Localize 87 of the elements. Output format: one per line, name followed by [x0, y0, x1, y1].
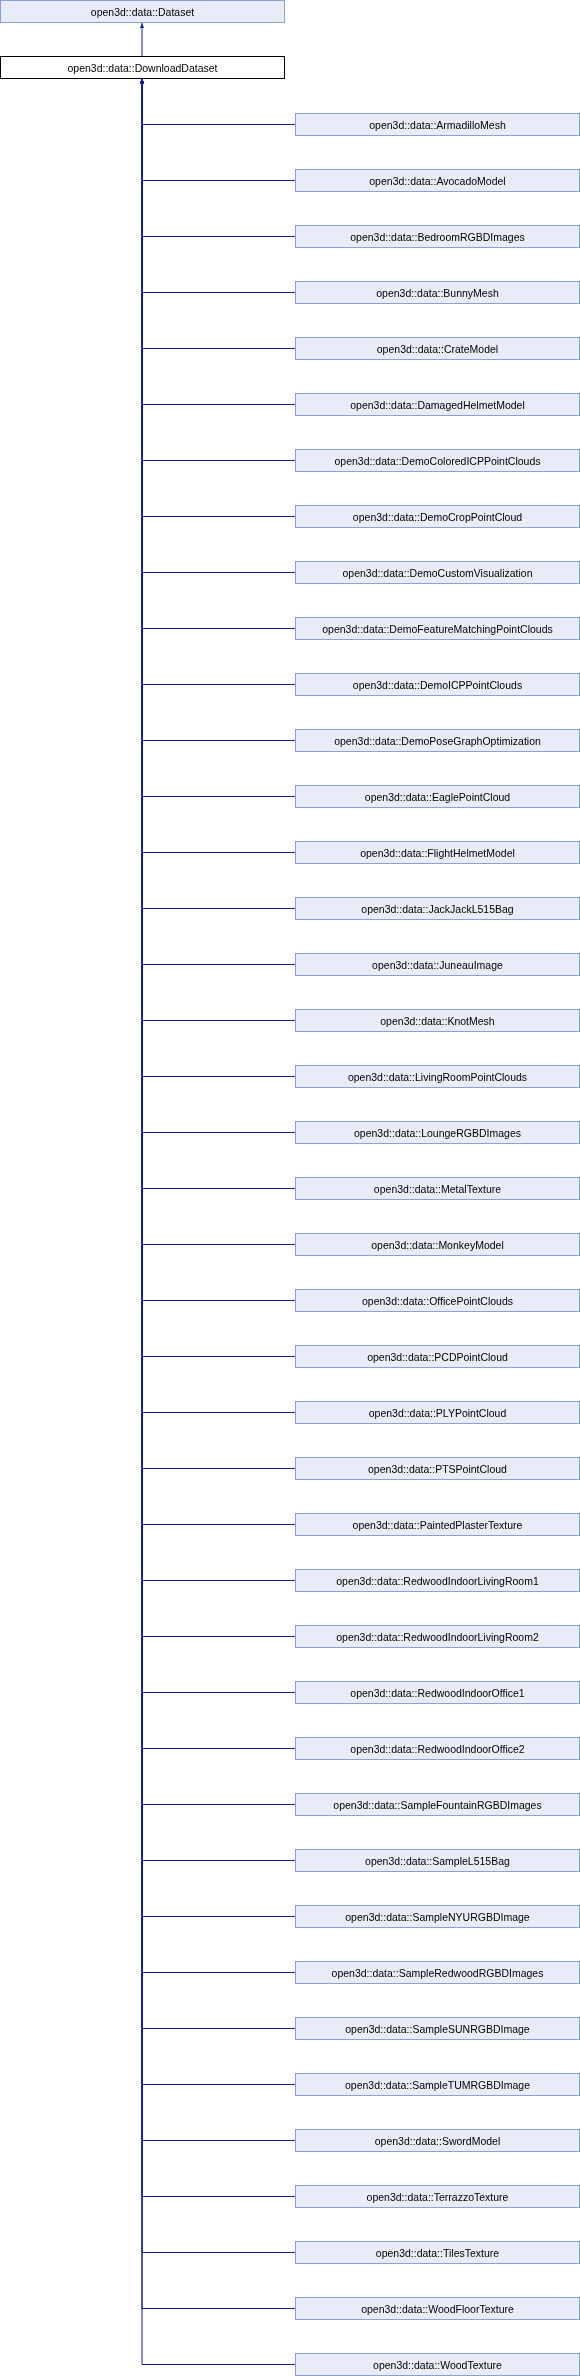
class-box	[295, 169, 580, 192]
class-name: open3d::data::WoodFloorTexture	[361, 2302, 514, 2315]
class-box	[295, 1569, 580, 1592]
class-name: open3d::data::JuneauImage	[372, 958, 503, 971]
class-name: open3d::data::BedroomRGBDImages	[350, 230, 525, 243]
class-box	[295, 2073, 580, 2096]
class-name: open3d::data::RedwoodIndoorOffice2	[350, 1742, 525, 1755]
class-name: open3d::data::TerrazzoTexture	[366, 2190, 509, 2203]
class-box	[295, 1457, 580, 1480]
class-box	[295, 2241, 580, 2264]
class-name: open3d::data::DemoCustomVisualization	[342, 566, 533, 579]
class-box	[295, 1681, 580, 1704]
class-name: open3d::data::SampleFountainRGBDImages	[333, 1798, 542, 1811]
class-box	[295, 617, 580, 640]
class-box	[295, 1849, 580, 1872]
class-box	[0, 56, 285, 79]
class-box	[295, 1793, 580, 1816]
class-box	[295, 729, 580, 752]
class-box	[295, 1009, 580, 1032]
class-name: open3d::data::FlightHelmetModel	[360, 846, 515, 859]
class-box	[295, 281, 580, 304]
class-box	[295, 953, 580, 976]
class-name: open3d::data::ArmadilloMesh	[369, 118, 506, 131]
class-name: open3d::data::LoungeRGBDImages	[354, 1126, 521, 1139]
class-name: open3d::data::MonkeyModel	[371, 1238, 504, 1251]
inheritance-arrow	[140, 22, 144, 57]
class-box	[295, 1905, 580, 1928]
class-box	[295, 561, 580, 584]
class-box	[295, 1737, 580, 1760]
class-box	[295, 1513, 580, 1536]
class-box	[295, 1961, 580, 1984]
class-name: open3d::data::Dataset	[90, 5, 195, 18]
class-box	[295, 897, 580, 920]
class-box	[295, 785, 580, 808]
class-name: open3d::data::RedwoodIndoorLivingRoom1	[336, 1574, 539, 1587]
class-name: open3d::data::TilesTexture	[375, 2246, 500, 2259]
class-name: open3d::data::OfficePointClouds	[362, 1294, 513, 1307]
class-name: open3d::data::DemoPoseGraphOptimization	[334, 734, 541, 747]
class-name: open3d::data::SampleNYURGBDImage	[345, 1910, 530, 1923]
class-box	[0, 0, 285, 23]
class-box	[295, 2297, 580, 2320]
class-name: open3d::data::WoodTexture	[373, 2358, 502, 2371]
class-name: open3d::data::DamagedHelmetModel	[350, 398, 525, 411]
class-box	[295, 1177, 580, 1200]
class-box	[295, 1345, 580, 1368]
class-name: open3d::data::RedwoodIndoorOffice1	[350, 1686, 525, 1699]
class-box	[295, 1121, 580, 1144]
class-name: open3d::data::DemoFeatureMatchingPointClouds	[322, 622, 553, 635]
class-name: open3d::data::BunnyMesh	[376, 286, 499, 299]
class-box	[295, 1065, 580, 1088]
class-name: open3d::data::SampleL515Bag	[365, 1854, 510, 1867]
class-name: open3d::data::PTSPointCloud	[368, 1462, 507, 1475]
class-name: open3d::data::DemoColoredICPPointClouds	[334, 454, 541, 467]
class-box	[295, 337, 580, 360]
class-name: open3d::data::AvocadoModel	[369, 174, 506, 187]
class-name: open3d::data::PCDPointCloud	[367, 1350, 508, 1363]
class-box	[295, 393, 580, 416]
class-box	[295, 2185, 580, 2208]
class-name: open3d::data::MetalTexture	[373, 1182, 502, 1195]
class-name: open3d::data::LivingRoomPointClouds	[347, 1070, 528, 1083]
class-name: open3d::data::EaglePointCloud	[364, 790, 511, 803]
class-name: open3d::data::PaintedPlasterTexture	[352, 1518, 523, 1531]
class-name: open3d::data::KnotMesh	[380, 1014, 495, 1027]
class-box	[295, 1401, 580, 1424]
class-box	[295, 2017, 580, 2040]
class-box	[295, 449, 580, 472]
class-name: open3d::data::SwordModel	[374, 2134, 501, 2147]
class-box	[295, 505, 580, 528]
class-name: open3d::data::SampleRedwoodRGBDImages	[331, 1966, 544, 1979]
class-name: open3d::data::PLYPointCloud	[368, 1406, 507, 1419]
class-box	[295, 1625, 580, 1648]
class-name: open3d::data::JackJackL515Bag	[361, 902, 514, 915]
class-name: open3d::data::DemoCropPointCloud	[352, 510, 523, 523]
class-name: open3d::data::SampleSUNRGBDImage	[345, 2022, 530, 2035]
class-box	[295, 2353, 580, 2376]
class-name: open3d::data::DownloadDataset	[67, 61, 218, 74]
class-name: open3d::data::CrateModel	[376, 342, 499, 355]
class-box	[295, 225, 580, 248]
class-name: open3d::data::DemoICPPointClouds	[352, 678, 523, 691]
class-box	[295, 673, 580, 696]
class-box	[295, 1289, 580, 1312]
class-name: open3d::data::RedwoodIndoorLivingRoom2	[336, 1630, 539, 1643]
class-name: open3d::data::SampleTUMRGBDImage	[345, 2078, 530, 2091]
class-box	[295, 841, 580, 864]
class-box	[295, 1233, 580, 1256]
class-box	[295, 113, 580, 136]
class-box	[295, 2129, 580, 2152]
